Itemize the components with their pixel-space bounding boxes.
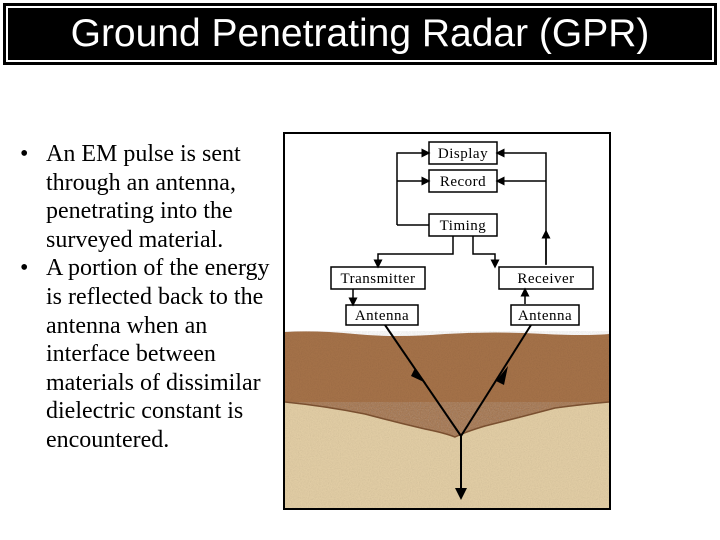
bullet-list: • An EM pulse is sent through an antenna… <box>20 140 280 455</box>
timing-label: Timing <box>440 218 487 234</box>
bullet-dot: • <box>20 141 29 167</box>
transmitter-label: Transmitter <box>341 271 416 287</box>
tx-antenna-label: Antenna <box>355 308 409 324</box>
receiver-to-display-line <box>495 148 547 264</box>
lower-soil-layer <box>285 402 609 508</box>
receiver-label: Receiver <box>517 271 574 287</box>
incident-arrowhead <box>411 368 426 383</box>
bullet-dot: • <box>20 255 29 282</box>
bullet-text: An EM pulse is sent through an antenna, … <box>46 141 241 253</box>
bullet-item: • An EM pulse is sent through an antenna… <box>20 140 280 254</box>
timing-to-transmitter-line <box>373 236 454 269</box>
bullet-text: A portion of the energy is reflected bac… <box>46 255 270 453</box>
rx-antenna-label: Antenna <box>518 308 572 324</box>
control-lines <box>348 148 551 307</box>
timing-to-receiver-line <box>472 236 500 269</box>
gpr-diagram-svg: Display Record Timing Transmitter Receiv… <box>285 141 609 508</box>
upper-soil-layer <box>285 331 609 437</box>
reflected-arrowhead <box>496 366 508 385</box>
receiver-box <box>498 266 594 290</box>
slide-title: Ground Penetrating Radar (GPR) <box>70 12 650 55</box>
title-bar: Ground Penetrating Radar (GPR) <box>3 3 717 65</box>
reflected-ray <box>460 324 532 437</box>
layer-interface <box>285 401 609 438</box>
gpr-diagram: Display Record Timing Transmitter Receiv… <box>283 132 611 510</box>
bullet-item: • A portion of the energy is reflected b… <box>20 254 280 454</box>
display-label: Display <box>438 146 488 162</box>
rx-antenna-box <box>510 304 580 326</box>
tx-antenna-box <box>345 304 419 326</box>
timing-to-display-line <box>396 148 431 225</box>
record-label: Record <box>440 174 486 190</box>
